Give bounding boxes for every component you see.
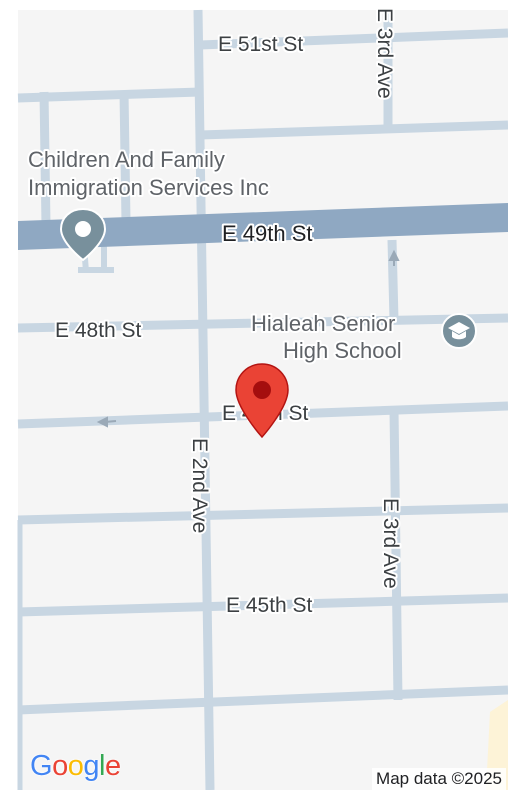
place-icon[interactable]	[59, 207, 107, 262]
road-e-2nd-ave	[193, 9, 215, 790]
street-label-e-3rd-ave-south: E 3rd Ave	[379, 498, 402, 589]
google-logo-letter: o	[67, 750, 84, 782]
road-e-3rd-ave-south	[389, 409, 403, 701]
road-e-44th-st	[17, 685, 508, 715]
google-logo-letter: o	[52, 750, 68, 782]
road-e-46th-st	[17, 503, 508, 525]
google-logo-letter: l	[98, 750, 105, 782]
google-logo[interactable]: Google	[30, 752, 121, 781]
poi-school-line1: Hialeah Senior	[251, 311, 395, 336]
google-logo-letter: G	[30, 750, 53, 782]
road-e-50th-st	[199, 120, 508, 140]
road-w-vertical-a	[39, 91, 51, 226]
road-e-51st-st	[199, 28, 508, 50]
map-land-tint	[486, 700, 508, 790]
poi-immigration-services[interactable]: Children And Family Immigration Services…	[26, 145, 271, 262]
street-label-e-3rd-ave-north: E 3rd Ave	[373, 8, 396, 99]
street-label-e-2nd-ave: E 2nd Ave	[188, 438, 211, 533]
graduation-cap-icon[interactable]	[441, 313, 477, 349]
road-e-49th-st	[18, 203, 508, 250]
road-e-48th-st	[17, 313, 508, 333]
street-label-e-48th-st: E 48th St	[55, 319, 142, 342]
map-attribution[interactable]: Map data ©2025	[372, 768, 506, 790]
road-e-45th-st	[17, 593, 508, 617]
location-pin-icon[interactable]	[235, 363, 289, 439]
minor-roads	[17, 9, 508, 790]
one-way-arrow-icon	[96, 416, 117, 428]
one-way-arrow-up-icon	[388, 249, 400, 266]
poi-immigration-services-line1: Children And Family	[28, 147, 225, 172]
poi-school-line2: High School	[283, 338, 402, 363]
street-label-e-51st-st: E 51st St	[218, 33, 303, 56]
street-label-e-45th-st: E 45th St	[226, 594, 313, 617]
road-w-vertical-b	[119, 91, 131, 223]
street-label-e-49th-st: E 49th St	[222, 221, 313, 246]
google-logo-letter: g	[83, 750, 99, 782]
poi-immigration-services-line2: Immigration Services Inc	[28, 175, 269, 200]
google-logo-letter: e	[104, 750, 121, 782]
poi-senior-high-school[interactable]: Hialeah Senior High School	[249, 309, 477, 365]
